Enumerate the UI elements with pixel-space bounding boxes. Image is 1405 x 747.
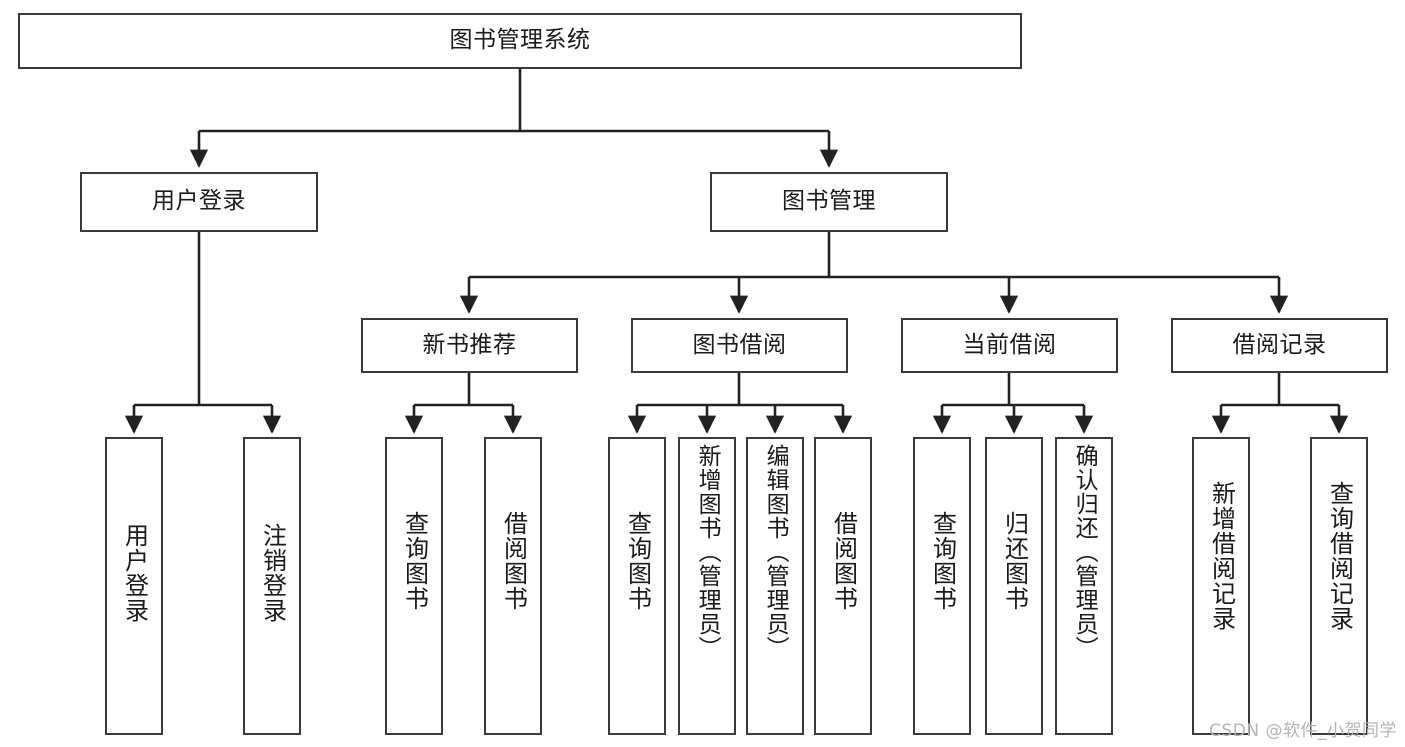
node-leaf-logout-label: 注销登录 xyxy=(258,523,287,623)
watermark: CSDN @软件_小贺同学 xyxy=(1209,721,1397,741)
node-user-login[interactable]: 用户登录 xyxy=(80,172,318,232)
node-leaf-borrow-book-2-label: 借阅图书 xyxy=(829,511,858,611)
node-leaf-borrow-book-2[interactable]: 借阅图书 xyxy=(814,437,872,735)
node-leaf-add-record-label: 新增借阅记录 xyxy=(1207,481,1236,631)
node-current-borrow-label: 当前借阅 xyxy=(962,331,1057,358)
node-leaf-add-book[interactable]: 新增图书（管理员） xyxy=(678,437,736,735)
node-leaf-query-record-label: 查询借阅记录 xyxy=(1325,481,1354,631)
node-leaf-edit-book-label: 编辑图书（管理员） xyxy=(762,444,789,660)
node-leaf-user-login-label: 用户登录 xyxy=(120,523,149,623)
node-leaf-logout[interactable]: 注销登录 xyxy=(243,437,301,735)
node-root[interactable]: 图书管理系统 xyxy=(18,13,1022,69)
node-leaf-edit-book[interactable]: 编辑图书（管理员） xyxy=(746,437,804,735)
node-leaf-user-login[interactable]: 用户登录 xyxy=(105,437,163,735)
node-root-label: 图书管理系统 xyxy=(449,27,591,54)
node-leaf-query-book-3[interactable]: 查询图书 xyxy=(913,437,971,735)
node-leaf-query-book-1[interactable]: 查询图书 xyxy=(385,437,443,735)
node-leaf-query-book-3-label: 查询图书 xyxy=(928,511,957,611)
node-leaf-query-book-2-label: 查询图书 xyxy=(623,511,652,611)
node-book-borrow-label: 图书借阅 xyxy=(692,331,787,358)
node-leaf-confirm-return-label: 确认归还（管理员） xyxy=(1071,444,1098,660)
node-leaf-return-book-label: 归还图书 xyxy=(1000,511,1029,611)
node-book-borrow[interactable]: 图书借阅 xyxy=(631,318,848,373)
node-current-borrow[interactable]: 当前借阅 xyxy=(901,318,1118,373)
node-leaf-query-book-1-label: 查询图书 xyxy=(400,511,429,611)
node-user-login-label: 用户登录 xyxy=(152,188,246,215)
node-new-book-recommend[interactable]: 新书推荐 xyxy=(361,318,578,373)
node-leaf-query-book-2[interactable]: 查询图书 xyxy=(608,437,666,735)
node-leaf-add-record[interactable]: 新增借阅记录 xyxy=(1192,437,1250,735)
node-leaf-return-book[interactable]: 归还图书 xyxy=(985,437,1043,735)
node-leaf-query-record[interactable]: 查询借阅记录 xyxy=(1310,437,1368,735)
node-book-manage-label: 图书管理 xyxy=(782,188,876,215)
node-borrow-record-label: 借阅记录 xyxy=(1232,331,1327,358)
node-leaf-borrow-book-1[interactable]: 借阅图书 xyxy=(484,437,542,735)
node-book-manage[interactable]: 图书管理 xyxy=(710,172,948,232)
node-leaf-confirm-return[interactable]: 确认归还（管理员） xyxy=(1055,437,1113,735)
node-leaf-borrow-book-1-label: 借阅图书 xyxy=(499,511,528,611)
node-leaf-add-book-label: 新增图书（管理员） xyxy=(694,444,721,660)
node-new-book-recommend-label: 新书推荐 xyxy=(422,331,517,358)
node-borrow-record[interactable]: 借阅记录 xyxy=(1171,318,1388,373)
